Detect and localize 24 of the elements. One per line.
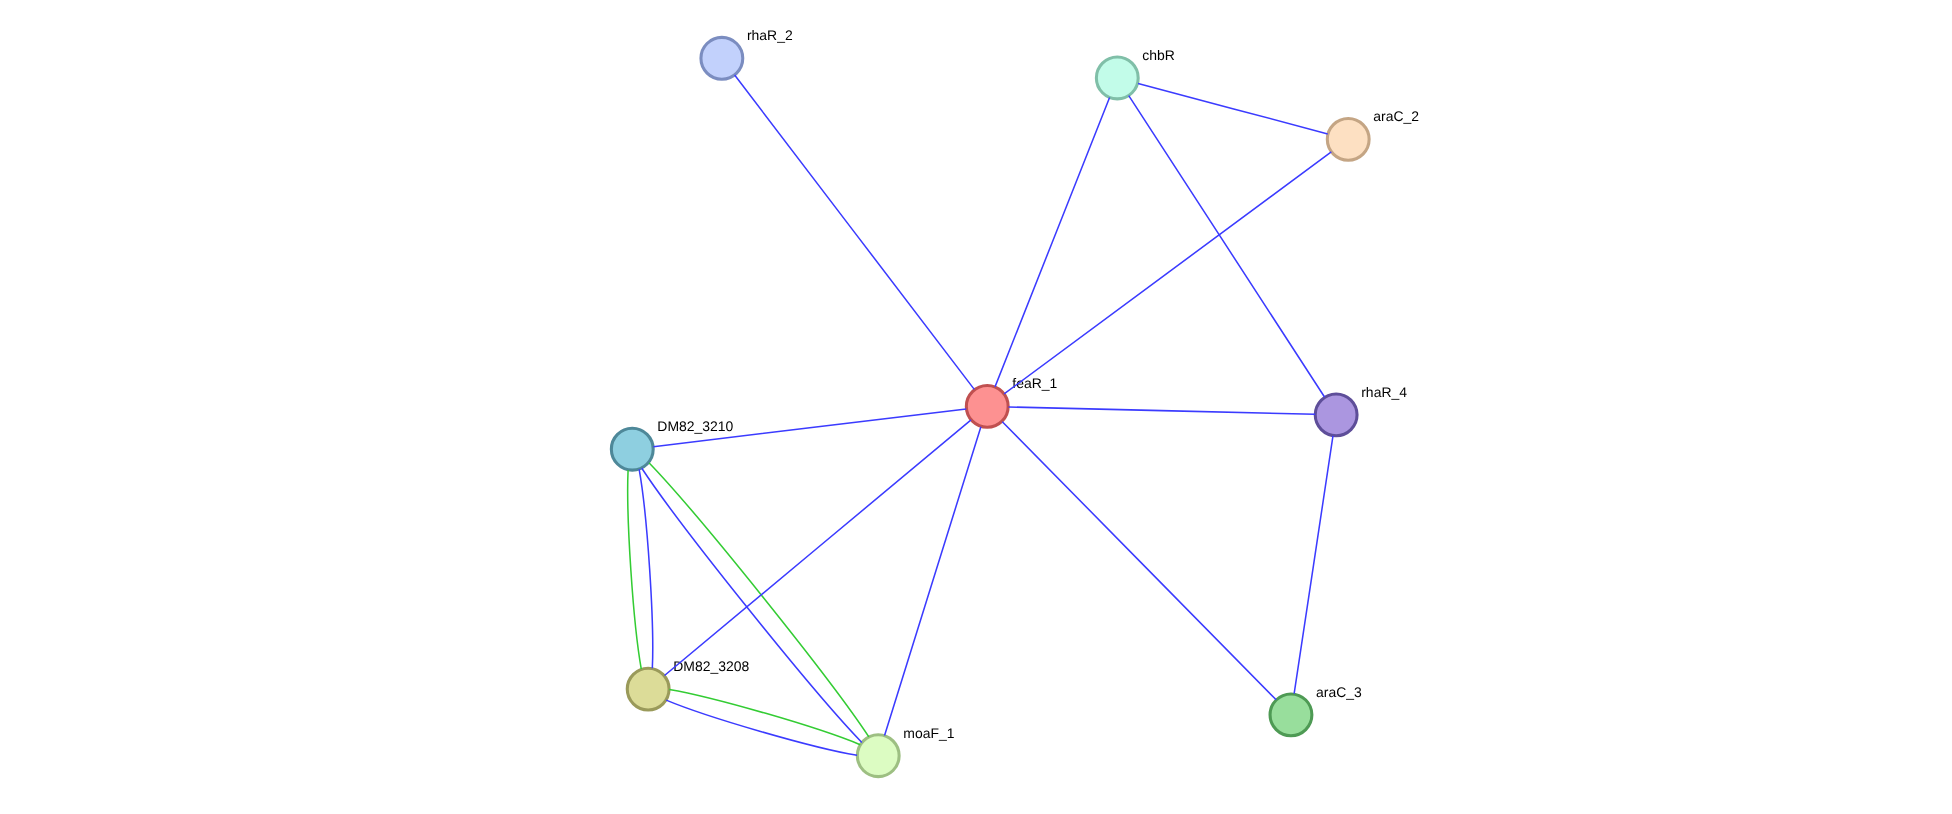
connector <box>1000 420 1276 701</box>
node-circle <box>608 426 654 472</box>
connector <box>637 468 653 670</box>
connector <box>664 699 857 757</box>
connector <box>1006 406 1315 416</box>
node-circle <box>1312 392 1358 438</box>
connector <box>1127 94 1325 398</box>
node-circle <box>854 733 900 779</box>
node-circle <box>698 35 744 81</box>
connector <box>1136 82 1328 135</box>
connector <box>662 419 971 677</box>
connector <box>993 96 1110 388</box>
connector <box>667 688 860 746</box>
connector <box>1002 151 1332 395</box>
connector <box>732 74 975 391</box>
node-circle <box>1324 116 1370 162</box>
node-circle <box>1267 692 1313 738</box>
connector <box>882 426 981 737</box>
connector <box>1292 435 1333 695</box>
node-circle <box>624 666 670 712</box>
connector <box>651 408 966 448</box>
node-circle <box>963 383 1009 429</box>
node-circle <box>1093 55 1139 101</box>
connector <box>625 469 642 670</box>
